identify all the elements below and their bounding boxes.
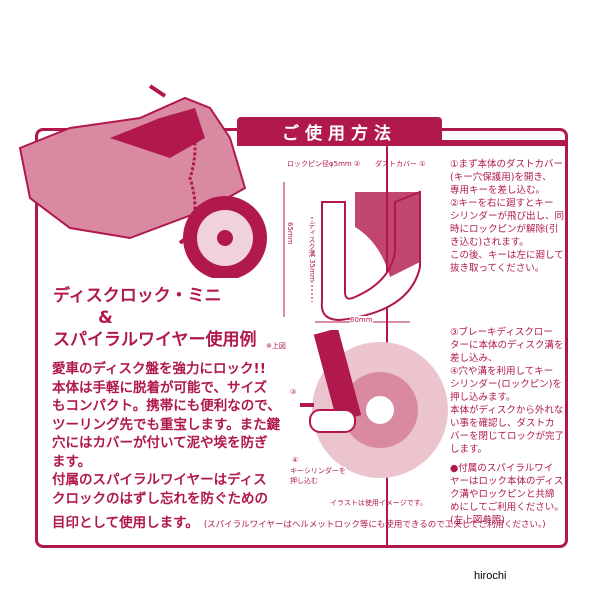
width-dimension: 60mm	[350, 316, 373, 325]
steps-bottom: ③ブレーキディスクローターに本体のディスク溝を差し込み、 ④穴や溝を利用してキーシ…	[450, 326, 564, 456]
step-line: ①まず本体のダストカバー	[450, 159, 564, 170]
footnote: (スパイラルワイヤーはヘルメットロック等にも使用できるので工夫してご利用ください…	[203, 520, 546, 530]
step4-label-2: 押し込む	[290, 477, 318, 486]
step-line: 本体がディスクから外れな	[450, 405, 564, 416]
illustration-caption: イラストは使用イメージです。	[330, 499, 428, 507]
note-line: めにしてご利用ください。	[450, 502, 564, 513]
step-line: 差し込み、	[450, 353, 498, 364]
disc-illustration	[300, 330, 448, 478]
step-line: シリンダーが飛び出し、同	[450, 211, 565, 222]
lock-pin-label: ロックピン径φ5mm ②	[287, 160, 361, 168]
note-line: ヤーはロック本体のディス	[450, 476, 564, 487]
dust-cover-label: ダストカバー ①	[375, 160, 426, 168]
product-title-1: ディスクロック・ミニ	[53, 286, 222, 306]
step-line: します。	[450, 444, 488, 455]
watermark: hirochi	[474, 570, 507, 582]
step-line: ④穴や溝を利用してキー	[450, 366, 554, 377]
desc-line: ツーリング先でも重宝します。また鍵	[52, 416, 281, 433]
desc-line: 愛車のディスク盤を強力にロック!!	[52, 361, 266, 377]
desc-last-line: 目印として使用します。	[52, 515, 199, 531]
step-line: ②キーを右に廻すとキー	[450, 198, 554, 209]
product-title-2: スパイラルワイヤー使用例	[53, 330, 257, 350]
step-line: ターに本体のディスク溝を	[450, 340, 564, 351]
step-line: シリンダー(ロックピン)を	[450, 379, 562, 390]
steps-top: ①まず本体のダストカバー (キー穴保護用)を開き、専用キーを差し込む。 ②キーを右に…	[450, 158, 564, 275]
desc-line: 穴にはカバーが付いて泥や埃を防ぎ	[52, 435, 268, 451]
step-line: 専用キーを差し込む。	[450, 185, 546, 196]
desc-line: ます。	[52, 453, 92, 470]
step-line: い事を確認し、ダストカ	[450, 418, 555, 429]
disc-lock-diagram	[283, 182, 421, 323]
groove-dimension: ディスク溝 35mm	[307, 222, 316, 282]
step4-label-1: キーシリンダーを	[290, 467, 346, 476]
desc-line: クロックのはずし忘れを防ぐための	[52, 490, 268, 507]
product-title-amp: &	[98, 308, 113, 328]
note-line: ク溝やロックピンと共締	[450, 489, 555, 500]
desc-line: もコンパクト。携帯にも便利なので、	[52, 398, 281, 414]
step-line: (キー穴保護用)を開き、	[450, 172, 552, 183]
motorcycle-illustration	[18, 84, 267, 278]
step3-marker: ③	[290, 388, 297, 396]
step-line: 押し込みます。	[450, 392, 516, 403]
step-line: 抜き取ってください。	[450, 263, 545, 274]
step-line: この後、キーは左に廻して	[450, 250, 564, 261]
wire-note: ●付属のスパイラルワイヤーはロック本体のディスク溝やロックピンと共締めにしてご利…	[450, 462, 564, 527]
note-line: (左上図参照)	[450, 515, 505, 526]
step-line: ③ブレーキディスクロー	[450, 327, 553, 338]
desc-line: 本体は手軽に脱着が可能で、サイズ	[52, 379, 268, 396]
note-line: ●付属のスパイラルワイ	[450, 463, 554, 474]
desc-line: 付属のスパイラルワイヤーはディス	[52, 472, 267, 488]
description: 愛車のディスク盤を強力にロック!! 本体は手軽に脱着が可能で、サイズもコンパクト。…	[52, 360, 281, 508]
step-line: き込む)されます。	[450, 237, 529, 248]
product-ref: ※上図	[266, 342, 286, 350]
step-line: 時にロックピンが解除(引	[450, 224, 559, 235]
step-line: バーを閉じてロックが完了	[450, 431, 565, 442]
step4-marker: ④	[292, 456, 299, 464]
height-dimension: 65mm	[285, 222, 294, 245]
header-title: ご使用方法	[237, 117, 442, 145]
